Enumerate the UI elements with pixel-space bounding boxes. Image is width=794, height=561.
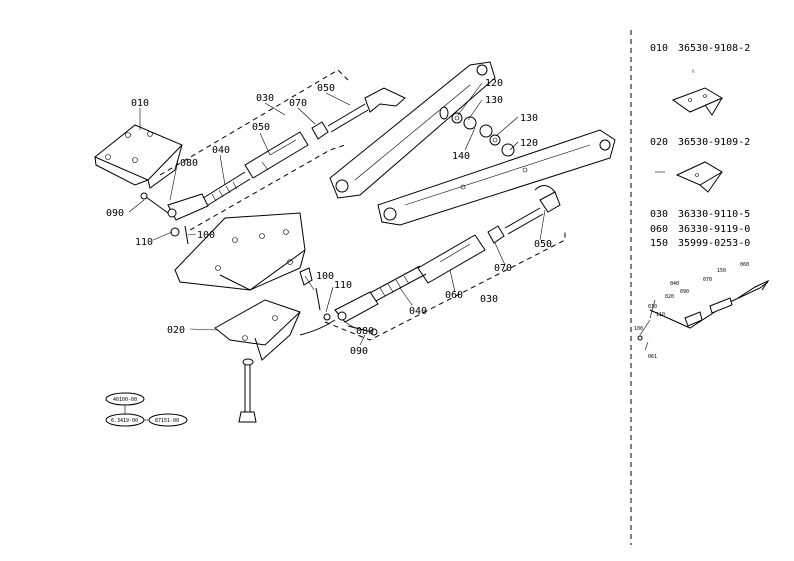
callout-010: 010 bbox=[131, 98, 149, 109]
callout-030-upper: 030 bbox=[256, 93, 274, 104]
parts-list: 010 36530-9108-2 ﾊ 020 36530-9109-2 030 … bbox=[650, 43, 750, 249]
callout-100-upper: 100 bbox=[197, 230, 215, 241]
callout-050-upper: 050 bbox=[317, 83, 335, 94]
callout-040-upper: 040 bbox=[212, 145, 230, 156]
lower-link-arm-upper bbox=[329, 61, 496, 199]
legend-oval-top: 40100-00 bbox=[113, 397, 137, 403]
lower-link-assembly bbox=[315, 185, 566, 341]
parts-ref-150: 150 bbox=[650, 238, 668, 249]
parts-ref-060: 060 bbox=[650, 224, 668, 235]
callout-100-lower: 100 bbox=[316, 271, 334, 282]
parts-ref-020: 020 bbox=[650, 137, 668, 148]
bracket-020 bbox=[174, 212, 336, 423]
thumb-bracket-010: ﾊ bbox=[671, 69, 724, 116]
thumb-bracket-020 bbox=[655, 161, 723, 193]
parts-number-150: 35999-0253-0 bbox=[678, 238, 750, 249]
callout-080-lower: 080 bbox=[356, 326, 374, 337]
legend-ovals: 40100-00 6.3419-00 87151-00 bbox=[105, 392, 188, 427]
inset-label-090: 090 bbox=[680, 289, 689, 295]
callout-110-lower: 110 bbox=[334, 280, 352, 291]
inset-label-061: 061 bbox=[648, 354, 657, 360]
callout-140: 140 bbox=[452, 151, 470, 162]
leader-lines bbox=[128, 82, 546, 346]
bracket-010 bbox=[94, 124, 183, 189]
callout-labels: 010 030 070 050 050 040 080 090 110 100 … bbox=[106, 78, 552, 357]
inset-label-060: 060 bbox=[740, 262, 749, 268]
callout-070-upper: 070 bbox=[289, 98, 307, 109]
legend-oval-left: 6.3419-00 bbox=[111, 418, 138, 424]
inset-label-020: 020 bbox=[665, 294, 674, 300]
callout-110-upper: 110 bbox=[135, 237, 153, 248]
lower-link-arm-lower bbox=[377, 129, 616, 226]
callout-120-upper: 120 bbox=[485, 78, 503, 89]
callout-050-lower: 050 bbox=[534, 239, 552, 250]
inset-label-040: 040 bbox=[670, 281, 679, 287]
parts-number-060: 36330-9119-0 bbox=[678, 224, 750, 235]
callout-090-upper: 090 bbox=[106, 208, 124, 219]
parts-number-010: 36530-9108-2 bbox=[678, 43, 750, 54]
ball-joint-parts bbox=[439, 106, 515, 157]
upper-link-assembly bbox=[140, 69, 406, 245]
parts-number-030: 36330-9110-5 bbox=[678, 209, 750, 220]
inset-label-070: 070 bbox=[703, 277, 712, 283]
callout-130-upper: 130 bbox=[485, 95, 503, 106]
callout-060-lower: 060 bbox=[445, 290, 463, 301]
parts-ref-030: 030 bbox=[650, 209, 668, 220]
callout-040-lower: 040 bbox=[409, 306, 427, 317]
thumb-link-assembly: 150 060 070 040 090 020 010 110 100 061 bbox=[634, 262, 770, 360]
callout-120-lower: 120 bbox=[520, 138, 538, 149]
legend-oval-right: 87151-00 bbox=[155, 418, 179, 424]
inset-label-010: 010 bbox=[648, 304, 657, 310]
inset-label-110: 110 bbox=[656, 312, 665, 318]
inset-label-150: 150 bbox=[717, 268, 726, 274]
callout-060-upper: 050 bbox=[252, 122, 270, 133]
parts-number-020: 36530-9109-2 bbox=[678, 137, 750, 148]
parts-ref-010: 010 bbox=[650, 43, 668, 54]
callout-090-lower: 090 bbox=[350, 346, 368, 357]
callout-080-upper: 080 bbox=[180, 158, 198, 169]
thumb-010-mark: ﾊ bbox=[692, 69, 695, 75]
inset-label-100: 100 bbox=[634, 326, 643, 332]
callout-070-lower: 070 bbox=[494, 263, 512, 274]
callout-130-lower: 130 bbox=[520, 113, 538, 124]
callout-030-lower: 030 bbox=[480, 294, 498, 305]
callout-020: 020 bbox=[167, 325, 185, 336]
